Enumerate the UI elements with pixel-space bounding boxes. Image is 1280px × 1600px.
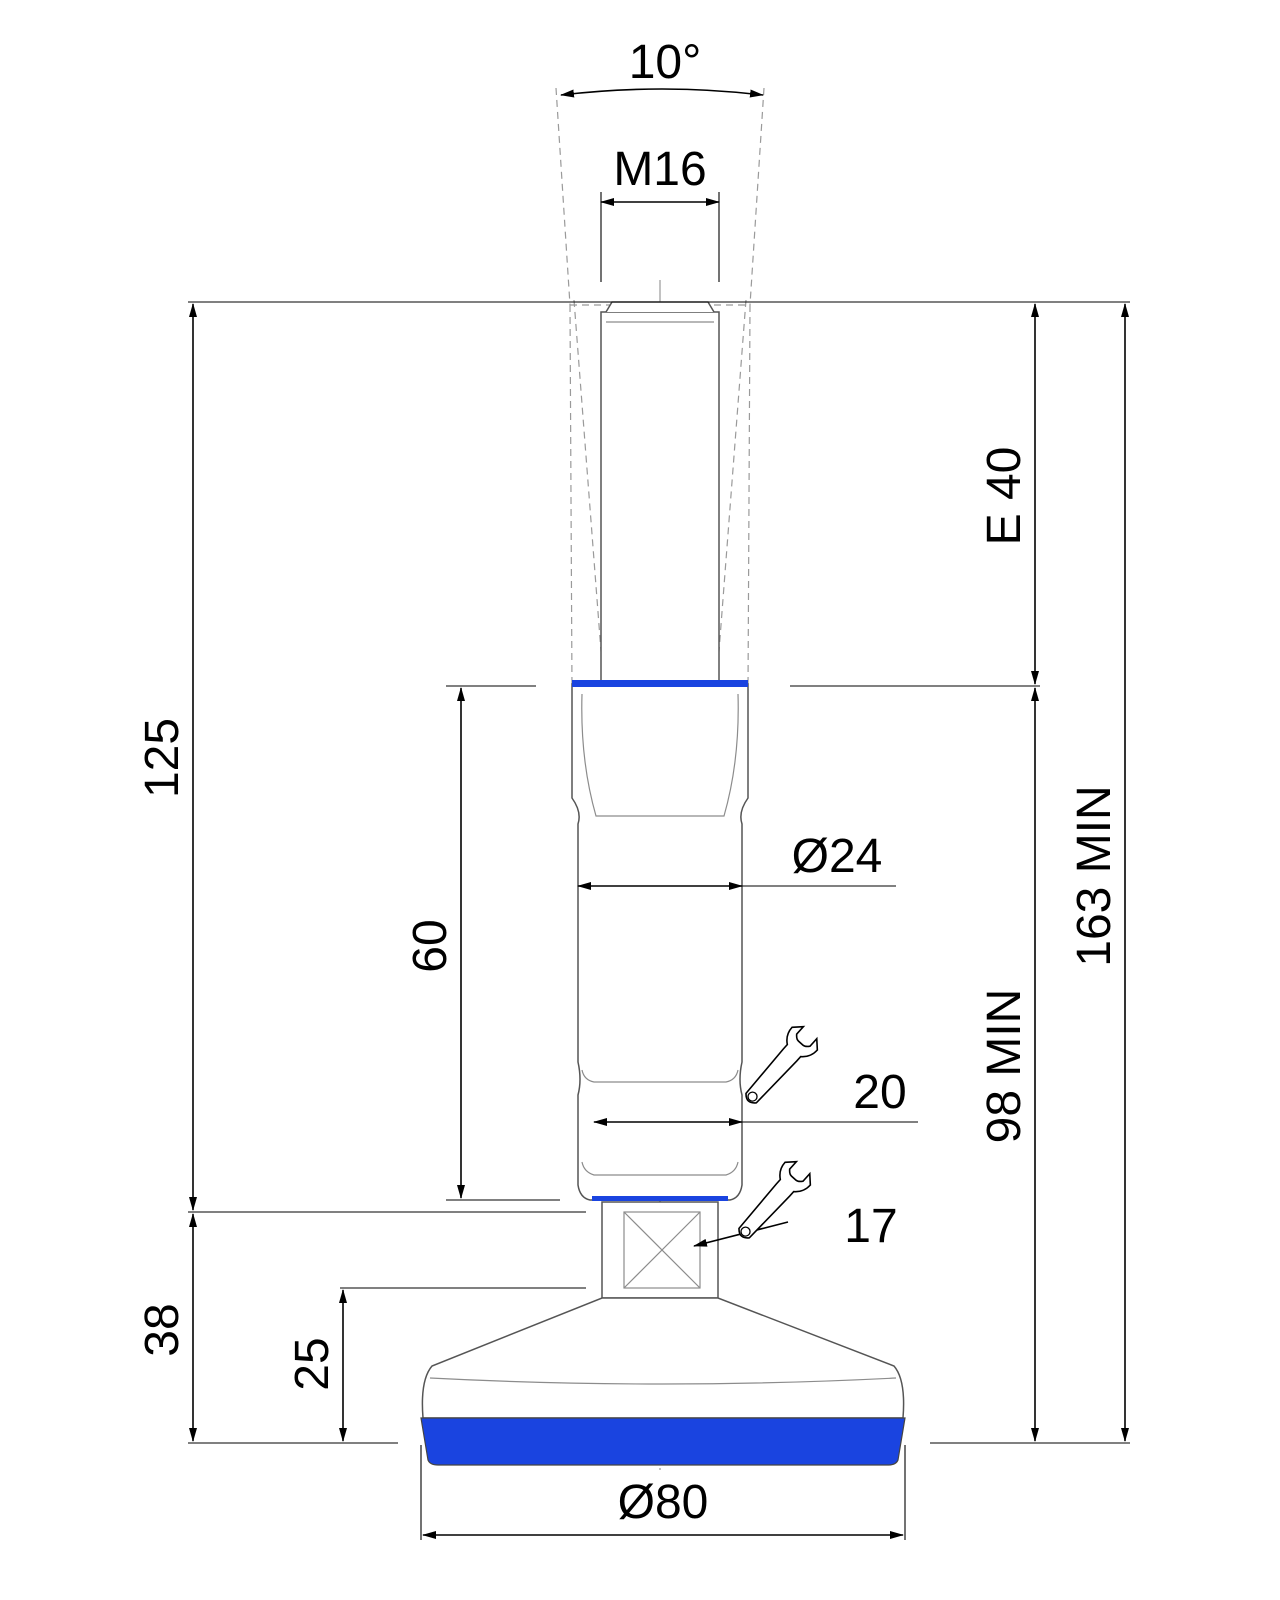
threaded-stud <box>600 301 720 685</box>
lower-min-label: 98 MIN <box>978 989 1031 1144</box>
angle-dimension <box>560 88 764 98</box>
pad-height-label: 25 <box>286 1337 339 1390</box>
wrench-upper-label: 20 <box>853 1066 906 1119</box>
stem-length-label: 60 <box>404 919 457 972</box>
base-height-label: 38 <box>136 1303 189 1356</box>
wrench-icon <box>738 1160 812 1239</box>
sleeve-bottom-ring <box>592 1196 728 1201</box>
angle-label: 10° <box>629 36 702 89</box>
thread-label: M16 <box>613 143 706 196</box>
total-min-label: 163 MIN <box>1068 785 1121 966</box>
extension-lines <box>188 301 1130 1540</box>
base-foot <box>420 1297 906 1466</box>
wrench-lower-label: 17 <box>844 1200 897 1253</box>
stem-sleeve <box>571 680 749 1201</box>
wrench-icon <box>745 1025 819 1104</box>
thread-dimension <box>600 192 720 282</box>
base-diameter-label: Ø80 <box>618 1476 709 1529</box>
hex-nut <box>601 1201 719 1299</box>
base-rubber-pad <box>420 1417 906 1466</box>
stem-diameter-label: Ø24 <box>792 830 883 883</box>
overall-height-label: 125 <box>136 718 189 798</box>
sleeve-top-ring <box>572 680 748 687</box>
stroke-label: E 40 <box>978 447 1031 546</box>
